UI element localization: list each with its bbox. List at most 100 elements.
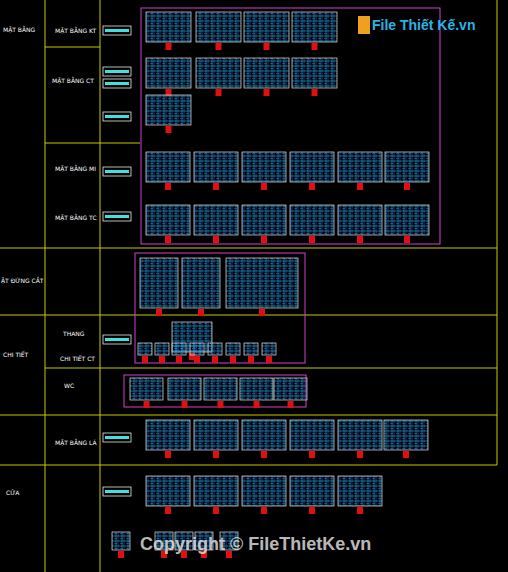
sheet-thumb [196,58,241,96]
logo-text: File Thiết Kế.vn [372,18,475,32]
thumb-frame [244,58,289,88]
sheet-thumb [196,12,241,50]
sheet-marker [261,183,267,190]
sheet-thumbnails [112,12,429,558]
grid-lines [0,0,497,572]
sheet-marker [357,451,363,458]
thumb-frame [338,205,382,235]
thumb-frame [204,378,237,400]
thumb-frame [182,258,220,308]
sub-label: MẶT BẰNG TC [55,215,97,221]
sheet-marker [182,401,188,408]
sheet-thumb [242,420,286,458]
sheet-thumb [244,343,258,363]
sub-label: MẶT BẰNG KT [55,28,96,34]
sheet-thumb [146,58,191,96]
thumb-frame [290,152,334,182]
thumb-frame [384,420,428,450]
sheet-thumb [208,343,222,363]
thumb-frame [196,58,241,88]
sheet-thumb [292,12,337,50]
sheet-marker [261,236,267,243]
sheet-marker [309,507,315,514]
thumb-frame [242,205,286,235]
sheet-marker [165,451,171,458]
sheet-thumb [146,12,191,50]
sheet-thumb [172,322,212,360]
sheet-thumb [292,58,337,96]
sheet-thumb [182,258,220,316]
thumb-frame [194,205,238,235]
thumb-frame [262,343,276,355]
sheet-thumb [338,205,382,243]
sheet-marker [312,89,318,96]
thumb-frame [196,12,241,42]
thumb-frame [146,476,190,506]
sheet-thumb [190,343,204,363]
bar-fill [105,436,129,439]
sheet-marker [213,236,219,243]
row-label: CHI TIẾT [3,352,28,358]
sheet-thumb [146,476,190,514]
thumb-frame [242,152,286,182]
sheet-thumb [146,152,190,190]
sheet-marker [218,401,224,408]
thumb-frame [138,343,152,355]
sheet-marker [264,43,270,50]
sheet-marker [159,356,165,363]
bar-fill [105,115,129,118]
thumb-frame [168,378,201,400]
sheet-thumb [338,420,382,458]
thumb-frame [146,205,190,235]
thumb-frame [385,205,429,235]
sheet-thumb [140,258,178,316]
sheet-marker [212,356,218,363]
thumb-frame [172,343,186,355]
sheet-marker [288,401,294,408]
sheet-thumb [146,420,190,458]
bar-frame [103,335,131,344]
sheet-thumb [385,205,429,243]
thumb-frame [292,12,337,42]
sheet-marker [312,43,318,50]
thumb-frame [244,343,258,355]
thumb-frame [155,343,169,355]
thumb-frame [290,205,334,235]
sheet-marker [259,309,265,316]
thumb-frame [274,378,307,400]
thumb-frame [208,343,222,355]
legend-bars [103,26,131,496]
sub-label: MẶT BẰNG MI [55,166,96,172]
bar-frame [103,212,131,221]
sheet-marker [254,401,260,408]
sheet-marker [357,236,363,243]
sheet-thumb [194,205,238,243]
sub-label: WC [64,383,74,389]
sub-label: CHI TIẾT CT [60,356,95,362]
sheet-marker [309,236,315,243]
sheet-marker [166,43,172,50]
thumb-frame [338,152,382,182]
thumb-frame [240,378,273,400]
sheet-thumb [290,205,334,243]
sub-label: MẶT BẰNG CT [52,78,94,84]
thumb-frame [244,12,289,42]
sheet-marker [266,356,272,363]
sheet-marker [213,183,219,190]
bar-fill [105,170,129,173]
sheet-marker [176,356,182,363]
sheet-marker [357,183,363,190]
thumb-frame [190,343,204,355]
thumb-frame [290,420,334,450]
thumb-frame [226,258,298,308]
bar-frame [103,433,131,442]
thumb-frame [146,12,191,42]
sheet-thumb [112,532,130,558]
row-label: MẶT BẰNG [3,27,35,33]
sheet-thumb [242,476,286,514]
bar-fill [105,82,129,85]
sheet-marker [404,236,410,243]
bar-fill [105,215,129,218]
sheet-marker [264,89,270,96]
thumb-frame [385,152,429,182]
